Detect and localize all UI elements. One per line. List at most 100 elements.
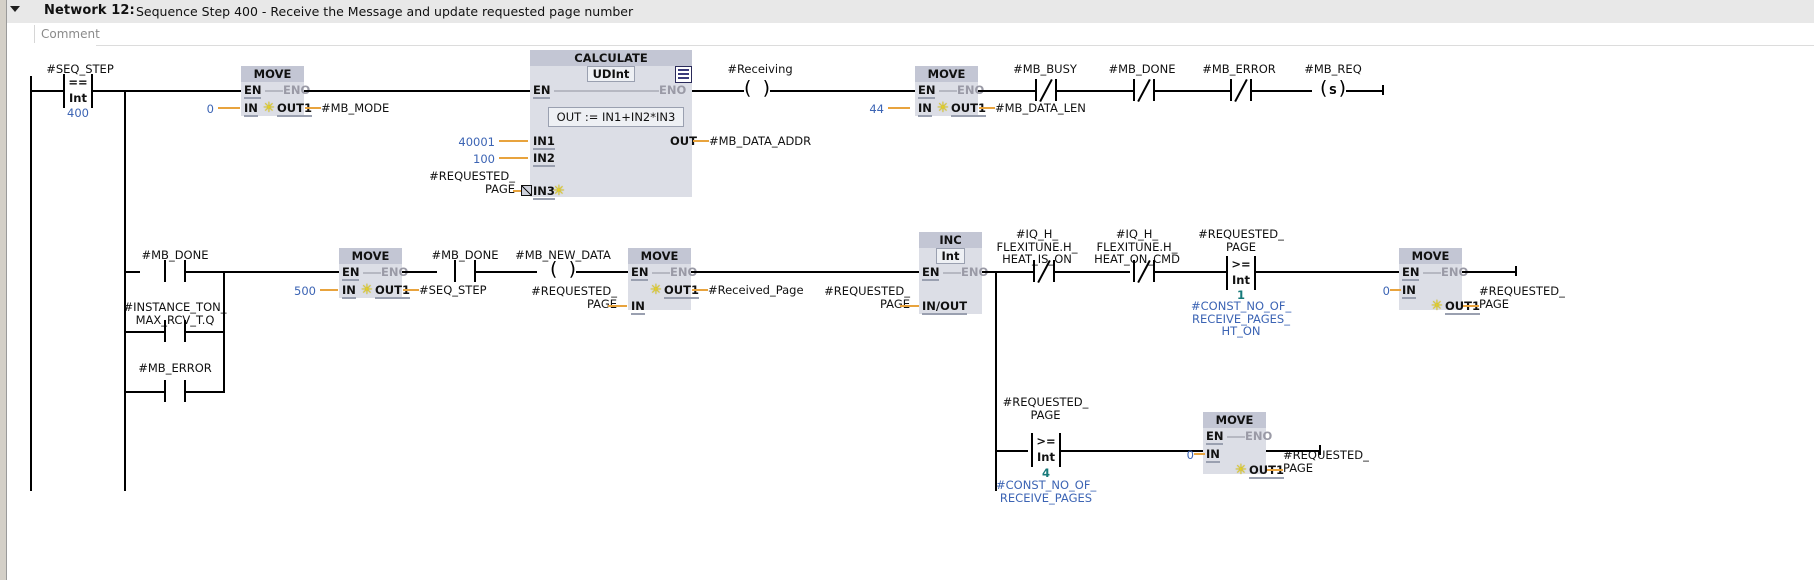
compare-requested-page-1[interactable]: >= Int xyxy=(1226,256,1256,290)
comment-bar: Comment xyxy=(0,23,1814,45)
contact-instance-ton-q[interactable] xyxy=(164,320,186,342)
coil-modifier: S xyxy=(1329,84,1337,97)
orange-link xyxy=(1267,469,1283,471)
wire xyxy=(1256,271,1399,273)
orange-link xyxy=(1194,453,1205,455)
calculator-icon[interactable] xyxy=(675,66,692,83)
coil-receiving[interactable]: () xyxy=(744,77,770,99)
receiving-coil-label: #Receiving xyxy=(727,62,793,76)
move-mode-out-value[interactable]: #MB_MODE xyxy=(321,101,390,115)
out1-pin: OUT1 xyxy=(277,101,312,117)
wire xyxy=(982,271,997,273)
move-reset-2-out-value[interactable]: #REQUESTED_ PAGE xyxy=(1283,448,1369,475)
eno-pin: ENO xyxy=(670,265,698,279)
en-pin: EN xyxy=(1206,429,1224,445)
orange-link xyxy=(979,107,995,109)
orange-link xyxy=(1463,305,1479,307)
comment-placeholder: Comment xyxy=(41,27,100,41)
move-reset-2-in-value[interactable]: 0 xyxy=(1186,448,1194,462)
coil-set-mb-req[interactable]: (S) xyxy=(1320,77,1346,99)
network-description[interactable]: Sequence Step 400 - Receive the Message … xyxy=(136,4,634,19)
eno-pin: ENO xyxy=(961,265,989,279)
in-pin: IN xyxy=(244,101,258,117)
wire xyxy=(1462,271,1517,273)
wire xyxy=(978,90,1035,92)
contact-mb-error-2[interactable] xyxy=(164,380,186,402)
compare-seq-step[interactable]: == Int xyxy=(63,74,93,108)
en-pin: EN xyxy=(922,265,940,281)
wire xyxy=(1155,271,1227,273)
comment-grip xyxy=(0,23,7,45)
star-icon: ✳ xyxy=(263,100,275,116)
inc-inout-value[interactable]: #REQUESTED_ PAGE xyxy=(824,284,910,311)
contact-mb-done-3[interactable] xyxy=(454,260,476,282)
contact-mb-done[interactable] xyxy=(1133,78,1155,103)
move-reset-1-out-value[interactable]: #REQUESTED_ PAGE xyxy=(1479,284,1565,311)
contact-label-mb-done-3: #MB_DONE xyxy=(431,248,499,262)
eno-bar xyxy=(1227,436,1245,438)
contact-label-mb-error-2: #MB_ERROR xyxy=(138,361,212,375)
coil-mb-new-data[interactable]: () xyxy=(550,258,576,280)
contact-heat-is-on[interactable] xyxy=(1033,259,1055,284)
contact-mb-done-2[interactable] xyxy=(164,260,186,282)
triangle-down-icon[interactable] xyxy=(10,6,20,12)
block-move-seq-step[interactable]: MOVE xyxy=(339,248,402,298)
calc-out-value[interactable]: #MB_DATA_ADDR xyxy=(709,134,812,148)
move-mode-in-value[interactable]: 0 xyxy=(206,102,214,116)
power-rail xyxy=(30,76,32,491)
block-title: MOVE xyxy=(1203,412,1266,428)
move-received-in-value[interactable]: #REQUESTED_ PAGE xyxy=(531,284,617,311)
inout-pin: IN/OUT xyxy=(922,299,968,315)
out1-pin: OUT1 xyxy=(951,101,986,117)
out1-pin: OUT1 xyxy=(1249,464,1284,479)
compare-value-2: 4 xyxy=(1041,466,1050,480)
wire xyxy=(692,90,744,92)
compare-operand-1[interactable]: #CONST_NO_OF_ RECEIVE_PAGES_ HT_ON xyxy=(1191,299,1292,338)
contact-mb-busy[interactable] xyxy=(1035,78,1057,103)
seq-step-value[interactable]: 400 xyxy=(67,106,89,120)
star-icon: ✳ xyxy=(1431,298,1443,314)
block-title: MOVE xyxy=(915,66,978,82)
calc-in1-value[interactable]: 40001 xyxy=(458,135,495,149)
comment-field[interactable]: Comment xyxy=(34,25,1805,43)
star-icon: ✳ xyxy=(553,183,565,199)
move-seq-out-value[interactable]: #SEQ_STEP xyxy=(419,283,487,297)
title-grip xyxy=(0,0,7,23)
compare-op: >= xyxy=(1231,257,1251,271)
calc-in2-value[interactable]: 100 xyxy=(473,152,495,166)
contact-label-mb-error: #MB_ERROR xyxy=(1202,62,1276,76)
eno-bar xyxy=(554,90,659,92)
orange-link xyxy=(608,305,627,307)
compare-label-requested-page-1: #REQUESTED_ PAGE xyxy=(1198,227,1284,254)
move-received-out-value[interactable]: #Received_Page xyxy=(708,283,804,297)
eno-bar xyxy=(943,272,961,274)
contact-mb-error[interactable] xyxy=(1230,78,1252,103)
en-pin: EN xyxy=(918,83,936,99)
compare-requested-page-2[interactable]: >= Int xyxy=(1031,433,1061,467)
eno-pin: ENO xyxy=(381,265,409,279)
compare-op: == xyxy=(68,75,88,89)
compare-operand-2[interactable]: #CONST_NO_OF_ RECEIVE_PAGES xyxy=(996,478,1097,505)
contact-heat-on-cmd[interactable] xyxy=(1133,259,1155,284)
wire xyxy=(124,331,164,333)
calculate-expression[interactable]: OUT := IN1+IN2*IN3 xyxy=(548,107,684,127)
eno-bar xyxy=(939,90,957,92)
network-title-bar: Network 12: Sequence Step 400 - Receive … xyxy=(0,0,1814,24)
wire xyxy=(995,450,1028,452)
wire xyxy=(124,271,140,273)
eno-pin: ENO xyxy=(659,83,687,97)
orange-link xyxy=(1390,289,1401,291)
block-title: CALCULATE xyxy=(530,50,692,66)
block-title: INC xyxy=(919,232,982,248)
rung-end xyxy=(1382,85,1384,95)
compare-value-1: 1 xyxy=(1236,288,1245,302)
move-len-in-value[interactable]: 44 xyxy=(869,102,884,116)
move-reset-1-in-value[interactable]: 0 xyxy=(1382,284,1390,298)
left-gutter xyxy=(0,45,7,580)
wire xyxy=(186,271,225,273)
en-pin: EN xyxy=(342,265,360,281)
calc-in3-value[interactable]: #REQUESTED_ PAGE xyxy=(429,169,515,196)
seq-step-label: #SEQ_STEP xyxy=(46,62,114,76)
move-len-out-value[interactable]: #MB_DATA_LEN xyxy=(995,101,1086,115)
move-seq-in-value[interactable]: 500 xyxy=(294,284,316,298)
